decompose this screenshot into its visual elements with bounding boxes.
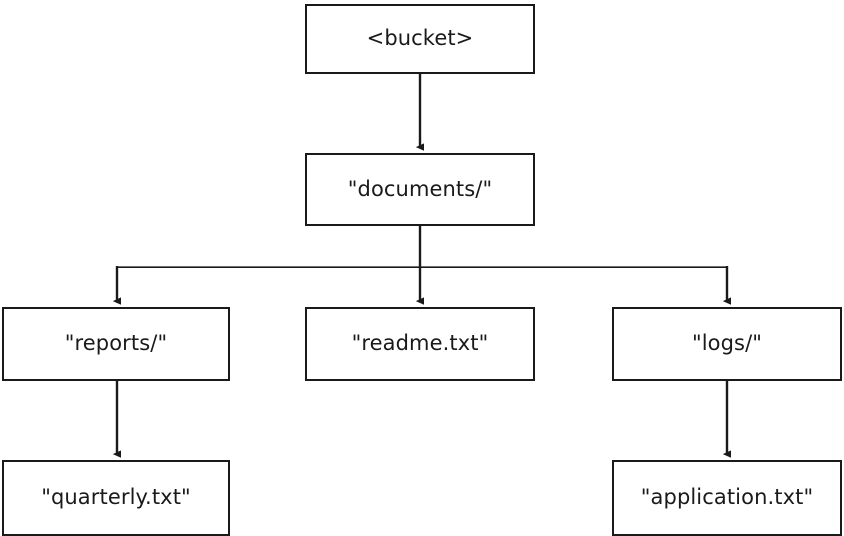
node-logs[interactable]: "logs/" (612, 307, 842, 381)
node-readme[interactable]: "readme.txt" (305, 307, 535, 381)
node-reports-label: "reports/" (64, 331, 168, 356)
node-bucket[interactable]: <bucket> (305, 4, 535, 74)
node-reports[interactable]: "reports/" (2, 307, 230, 381)
node-application[interactable]: "application.txt" (612, 460, 842, 536)
node-quarterly-label: "quarterly.txt" (41, 485, 191, 510)
node-documents-label: "documents/" (347, 176, 493, 201)
node-application-label: "application.txt" (640, 485, 814, 510)
node-logs-label: "logs/" (691, 331, 763, 356)
node-documents[interactable]: "documents/" (305, 153, 535, 226)
edge-documents-to-bus (116, 226, 728, 269)
node-readme-label: "readme.txt" (351, 331, 489, 356)
node-quarterly[interactable]: "quarterly.txt" (2, 460, 230, 536)
node-bucket-label: <bucket> (366, 26, 474, 51)
